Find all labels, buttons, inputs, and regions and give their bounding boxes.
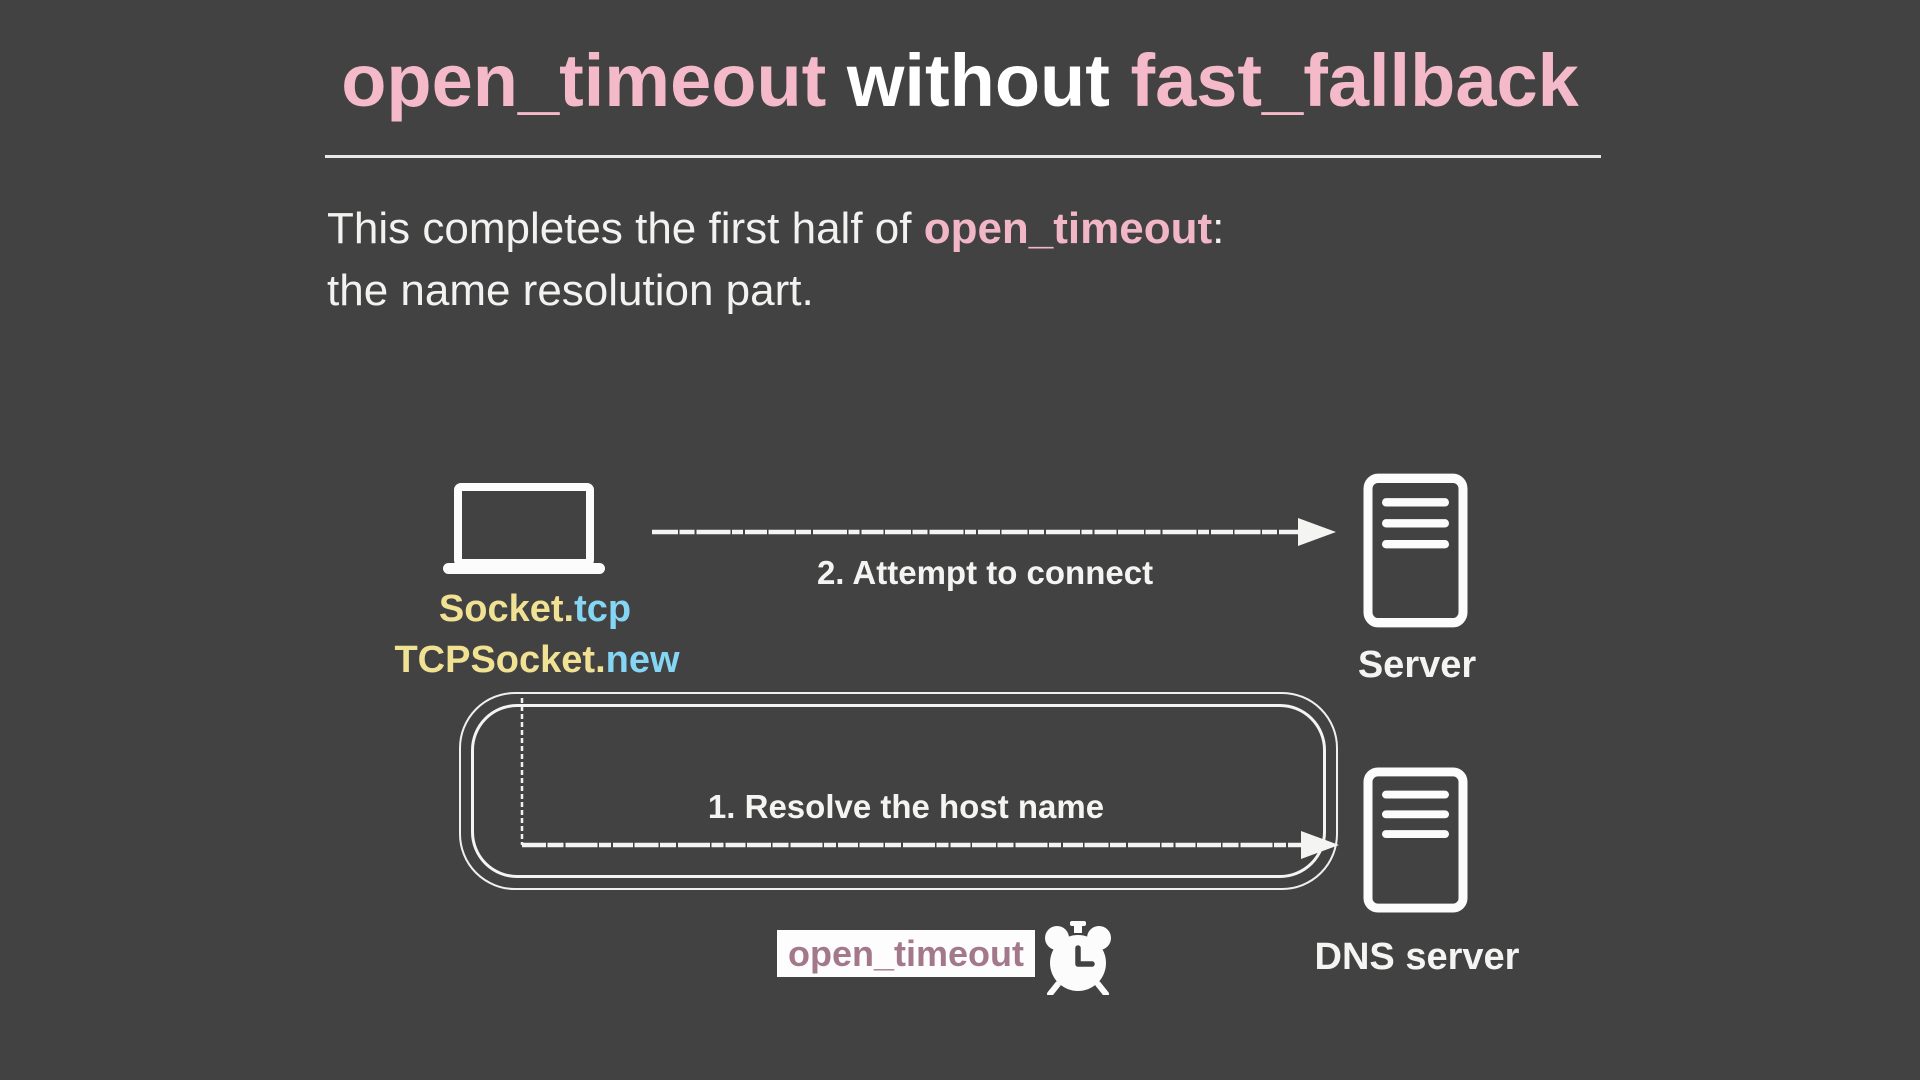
title-keyword-open-timeout: open_timeout bbox=[341, 39, 827, 122]
alarm-clock-icon bbox=[1045, 921, 1111, 995]
step1-label: 1. Resolve the host name bbox=[707, 788, 1105, 825]
client-label-socket-tcp: Socket.tcp bbox=[438, 588, 632, 630]
body-keyword-open-timeout: open_timeout bbox=[923, 204, 1213, 253]
body-line-2: the name resolution part. bbox=[327, 266, 814, 315]
timeout-scope-inner-border bbox=[471, 704, 1326, 878]
laptop-icon bbox=[443, 483, 605, 574]
page-title: open_timeout without fast_fallback bbox=[0, 38, 1920, 123]
timeout-scope-outer-border bbox=[459, 692, 1338, 890]
connect-arrow bbox=[652, 518, 1336, 546]
body-text: This completes the first half of open_ti… bbox=[327, 198, 1224, 322]
open-timeout-badge: open_timeout bbox=[777, 930, 1035, 977]
server-label: Server bbox=[1357, 644, 1477, 686]
server-icon bbox=[1363, 473, 1468, 628]
title-divider bbox=[325, 155, 1601, 158]
body-line-1: This completes the first half of open_ti… bbox=[327, 204, 1225, 253]
title-keyword-fast-fallback: fast_fallback bbox=[1130, 39, 1579, 122]
dns-server-label: DNS server bbox=[1314, 936, 1520, 978]
dns-server-icon bbox=[1363, 767, 1468, 913]
client-label-tcpsocket-new: TCPSocket.new bbox=[394, 639, 680, 681]
resolve-arrow bbox=[520, 698, 1339, 859]
title-middle-text: without bbox=[826, 39, 1131, 122]
step2-label: 2. Attempt to connect bbox=[816, 554, 1154, 591]
